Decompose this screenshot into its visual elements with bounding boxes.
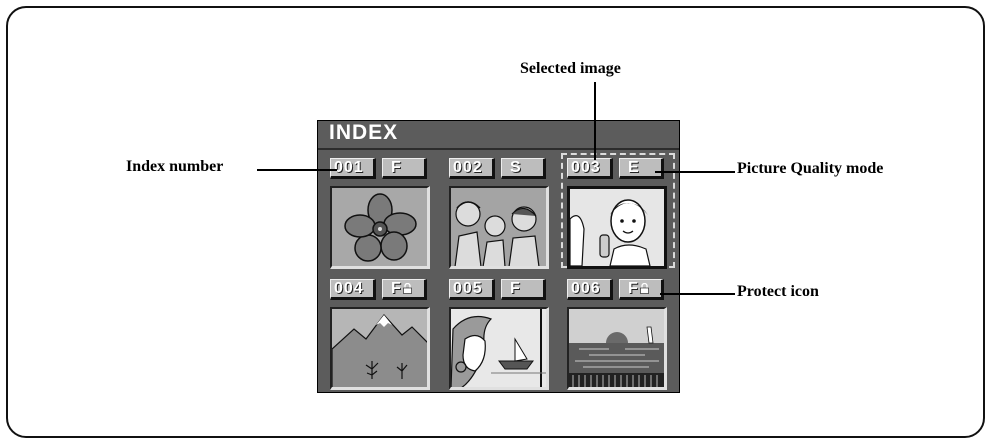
thumbnail-cell-002[interactable]: 002 S xyxy=(449,158,553,276)
protect-lock-icon xyxy=(640,283,649,294)
screen-title: INDEX xyxy=(329,121,398,145)
thumbnail-cell-001[interactable]: 001 F xyxy=(330,158,434,276)
quality-mode-text: F xyxy=(628,280,638,297)
leader-line-index-number xyxy=(257,169,337,171)
thumbnail-cell-004[interactable]: 004 F xyxy=(330,279,434,397)
thumbnail-image-woman-with-phone xyxy=(567,186,667,269)
title-divider xyxy=(318,148,679,150)
quality-mode-text: F xyxy=(391,280,401,297)
thumbnail-image-sunset-sea xyxy=(567,307,667,390)
quality-tag: F xyxy=(501,279,546,300)
thumbnail-image-people xyxy=(449,186,549,269)
quality-tag: S xyxy=(501,158,546,179)
thumbnail-image-mountain xyxy=(330,307,430,390)
thumbnail-cell-003[interactable]: 003 E xyxy=(567,158,671,276)
quality-mode-text: S xyxy=(510,159,521,176)
quality-mode-text: E xyxy=(628,159,639,176)
index-number-tag: 004 xyxy=(330,279,376,300)
quality-mode-text: F xyxy=(510,280,520,297)
callout-index-number: Index number xyxy=(126,158,223,176)
thumbnail-cell-005[interactable]: 005 F xyxy=(449,279,553,397)
callout-selected-image: Selected image xyxy=(520,60,621,78)
callout-picture-quality-mode: Picture Quality mode xyxy=(737,160,883,178)
callout-protect-icon: Protect icon xyxy=(737,283,819,301)
leader-line-selected xyxy=(594,82,596,160)
thumbnail-image-flower xyxy=(330,186,430,269)
quality-tag: F xyxy=(382,279,427,300)
thumbnail-image-woman-with-boat xyxy=(449,307,549,390)
index-number-tag: 006 xyxy=(567,279,613,300)
quality-tag: E xyxy=(619,158,664,179)
index-number-tag: 003 xyxy=(567,158,613,179)
index-number-tag: 002 xyxy=(449,158,495,179)
index-number-tag: 005 xyxy=(449,279,495,300)
quality-mode-text: F xyxy=(391,159,401,176)
leader-line-protect xyxy=(660,293,735,295)
quality-tag: F xyxy=(619,279,664,300)
leader-line-quality xyxy=(655,171,735,173)
protect-lock-icon xyxy=(403,283,412,294)
quality-tag: F xyxy=(382,158,427,179)
thumbnail-cell-006[interactable]: 006 F xyxy=(567,279,671,397)
